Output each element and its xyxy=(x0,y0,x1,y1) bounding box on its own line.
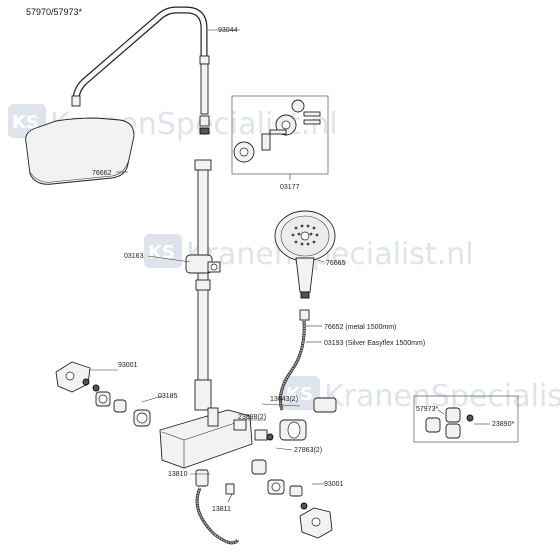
riser-pipe xyxy=(194,55,212,411)
svg-text:KS: KS xyxy=(286,384,313,405)
right-handle-assembly-93001 xyxy=(251,459,333,539)
label-03185: 03185 xyxy=(158,393,178,400)
label-76652: 76652 (metal 1500mm) xyxy=(324,324,396,331)
model-number-title: 57970/57973* xyxy=(26,7,83,17)
label-93001-right: 93001 xyxy=(324,481,344,488)
label-76662: 76662 xyxy=(92,170,112,177)
bottom-fittings xyxy=(195,469,235,495)
svg-text:KS: KS xyxy=(148,242,175,263)
label-03163: 03163 xyxy=(124,253,144,260)
wall-bracket-set-03177 xyxy=(231,95,329,175)
label-57973: 57973* xyxy=(416,406,438,413)
label-13811: 13811 xyxy=(212,506,231,513)
thermostat-body xyxy=(159,407,253,469)
left-handle-assembly-93001 xyxy=(55,361,151,427)
svg-text:KS: KS xyxy=(12,112,39,133)
spare-parts-box xyxy=(413,395,519,443)
label-93044: 93044 xyxy=(218,27,238,34)
wall-connection-parts xyxy=(233,397,337,441)
label-13810: 13810 xyxy=(168,471,188,478)
svg-text:KranenSpecialist.nl: KranenSpecialist.nl xyxy=(324,379,560,414)
shower-arm-gooseneck xyxy=(71,6,208,107)
hand-shower-holder-03163 xyxy=(185,254,221,274)
shower-hose xyxy=(195,309,310,545)
label-23898: 23898(2) xyxy=(238,414,266,421)
label-13643: 13643(2) xyxy=(270,396,298,403)
label-03177: 03177 xyxy=(280,184,300,191)
label-27863: 27863(2) xyxy=(294,447,322,454)
leader-lines xyxy=(90,29,490,503)
hand-shower-76665 xyxy=(274,210,336,299)
label-93001-left: 93001 xyxy=(118,362,138,369)
head-shower-76662 xyxy=(25,117,135,185)
label-03193: 03193 (Silver Easyflex 1500mm) xyxy=(324,340,425,347)
label-23890: 23890* xyxy=(492,421,514,428)
part-labels: 93044 76662 03177 03163 76665 76652 (met… xyxy=(92,27,514,513)
watermark-bottom: KS KranenSpecialist.nl xyxy=(282,376,560,414)
label-76665: 76665 xyxy=(326,260,346,267)
